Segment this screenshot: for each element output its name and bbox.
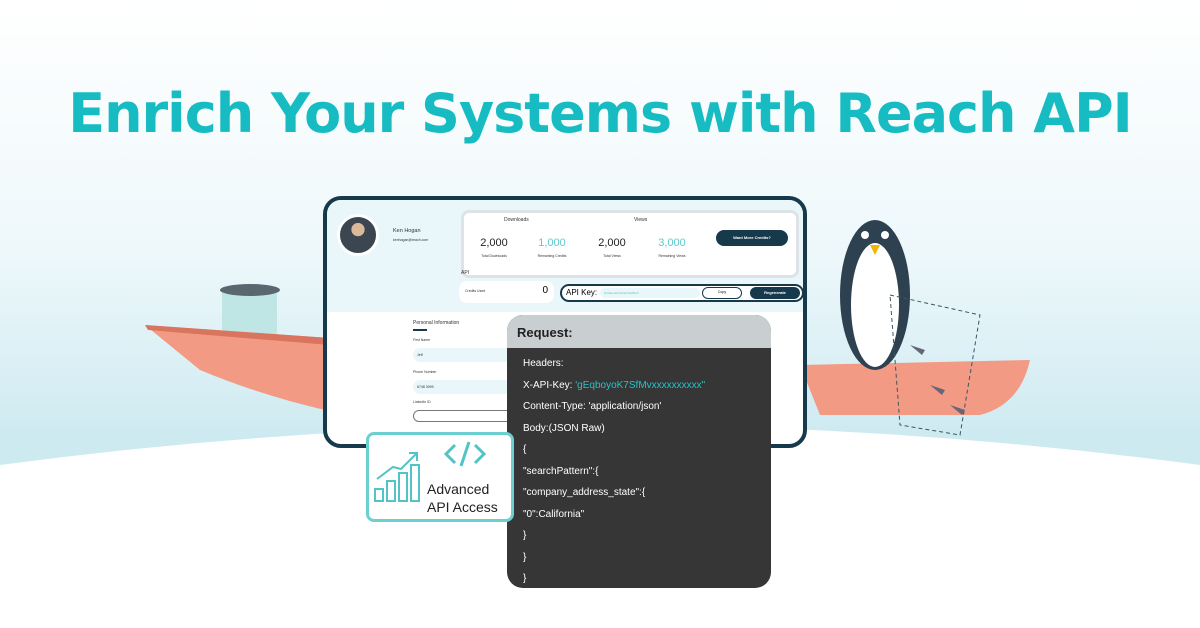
code-line-api-key: X-API-Key: 'gEqboyoK7SfMvxxxxxxxxxx" bbox=[523, 379, 706, 391]
bar-chart-growth-icon bbox=[374, 452, 420, 502]
code-line: "company_address_state":{ bbox=[523, 487, 646, 498]
profile-name: Ken Hogan bbox=[393, 228, 421, 234]
code-line: Content-Type: 'application/json' bbox=[523, 401, 662, 412]
personal-info-heading: Personal Information bbox=[413, 320, 460, 326]
first-name-field[interactable]: Jeff bbox=[413, 348, 513, 362]
code-line: } bbox=[523, 573, 527, 584]
code-line: Headers: bbox=[523, 358, 564, 369]
code-line: } bbox=[523, 551, 527, 563]
request-title: Request: bbox=[507, 315, 771, 348]
downloads-label: Downloads bbox=[504, 217, 529, 223]
penguin-illustration bbox=[800, 220, 1030, 436]
avatar bbox=[337, 214, 379, 256]
credits-used-box: Credits Used 0 bbox=[459, 281, 554, 303]
code-icon bbox=[443, 441, 487, 467]
linkedin-field[interactable] bbox=[413, 410, 513, 422]
code-line: { bbox=[523, 444, 527, 455]
want-more-credits-button[interactable]: Want More Credits? bbox=[716, 230, 788, 246]
page-title: Enrich Your Systems with Reach API bbox=[68, 82, 1133, 145]
api-section-label: API bbox=[461, 270, 470, 276]
code-line: } bbox=[523, 530, 527, 541]
views-label: Views bbox=[634, 217, 648, 223]
api-key-box: API Key: 5cda0eda47d2afc4e8f4c3 Copy Reg… bbox=[560, 284, 803, 302]
copy-button[interactable]: Copy bbox=[702, 287, 742, 299]
code-line: "searchPattern":{ bbox=[523, 465, 599, 477]
phone-field[interactable]: 6748 3099 bbox=[413, 380, 513, 394]
api-key-value: 5cda0eda47d2afc4e8f4c3 bbox=[600, 288, 700, 298]
request-panel: Request: Headers: X-API-Key: 'gEqboyoK7S… bbox=[507, 315, 771, 588]
boat-illustration-left bbox=[145, 284, 330, 410]
code-line: Body:(JSON Raw) bbox=[523, 422, 605, 434]
regenerate-button[interactable]: Regenerate bbox=[750, 287, 800, 299]
code-line: "0":California" bbox=[523, 508, 585, 520]
profile-email: kenhogan@reach.com bbox=[393, 238, 429, 242]
